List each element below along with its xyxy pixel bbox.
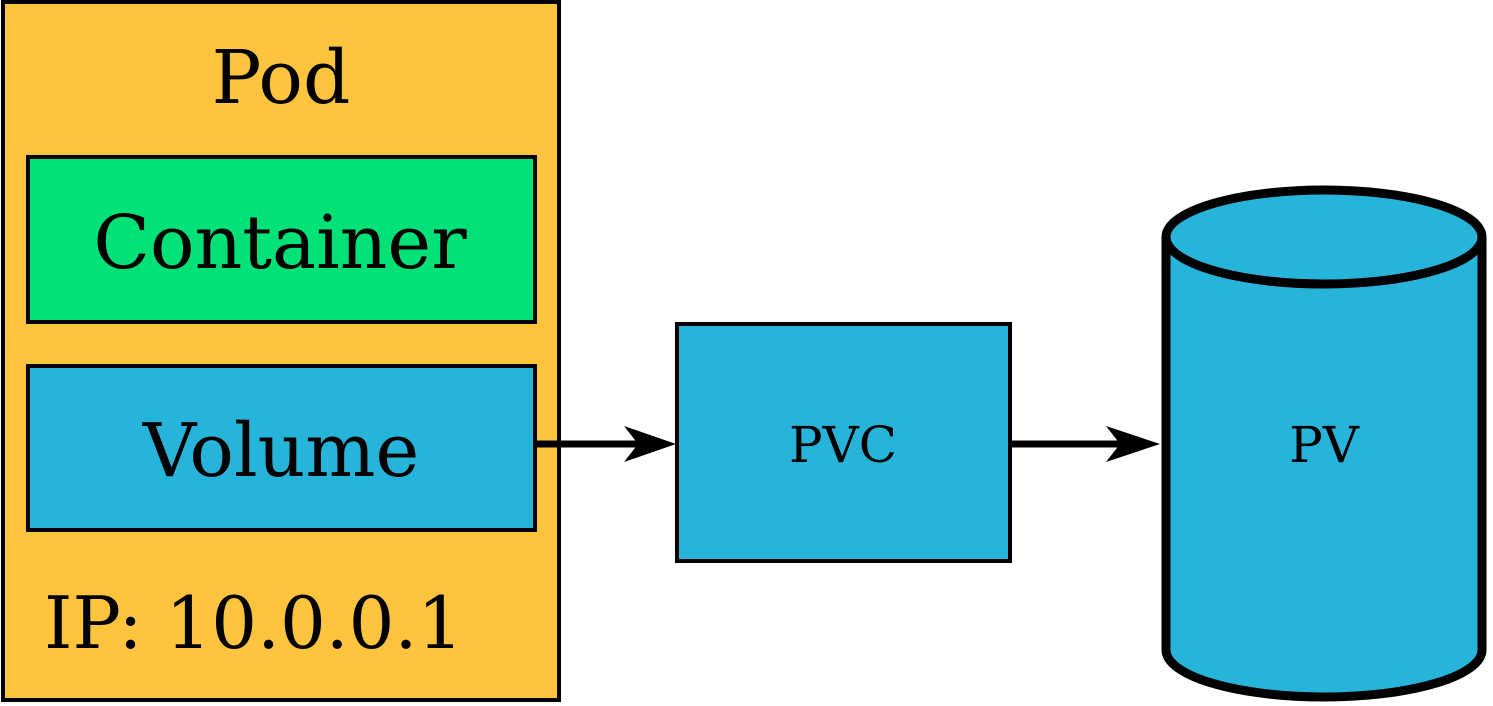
arrowhead-icon — [1106, 426, 1160, 462]
pod-box — [1, 0, 561, 702]
edge-volume-to-pvc — [535, 426, 676, 462]
container-label: Container — [93, 200, 467, 286]
pv-node: PV — [1161, 185, 1487, 702]
pvc-node: PVC — [675, 322, 1012, 563]
pv-cylinder-body — [1161, 237, 1487, 702]
volume-label: Volume — [142, 408, 420, 494]
pod-node: Pod Container Volume IP: 10.0.0.1 — [1, 0, 561, 702]
pv-label: PV — [1289, 416, 1360, 474]
pvc-label: PVC — [789, 416, 897, 474]
pod-ip-label: IP: 10.0.0.1 — [44, 581, 463, 665]
edge-pvc-to-pv — [1010, 426, 1160, 462]
arrowhead-icon — [624, 426, 676, 462]
pod-title: Pod — [212, 35, 351, 121]
pv-cylinder-top — [1161, 185, 1487, 289]
volume-box — [26, 364, 537, 532]
pvc-box — [675, 322, 1012, 563]
container-box — [26, 155, 537, 324]
